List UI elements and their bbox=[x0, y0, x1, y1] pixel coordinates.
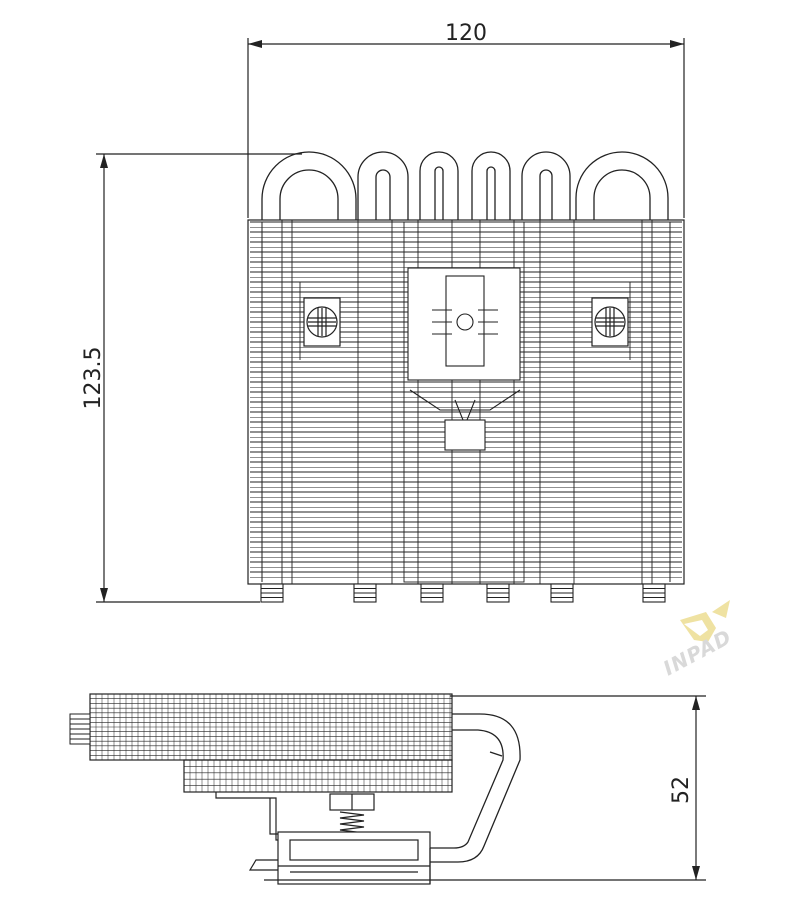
heatpipe-loop bbox=[575, 151, 669, 220]
heatpipe-loop bbox=[471, 151, 511, 220]
heatpipe-loop bbox=[486, 166, 496, 220]
base-plate bbox=[248, 831, 431, 885]
left-screw-icon bbox=[303, 297, 341, 347]
heatpipe-loop bbox=[521, 151, 571, 220]
side-heatpipe-bend bbox=[430, 713, 521, 863]
heatpipe-loop bbox=[279, 169, 339, 220]
front-view bbox=[96, 38, 685, 603]
heatpipe-loop bbox=[419, 151, 459, 220]
side-height-dimension bbox=[430, 695, 706, 881]
fin-stack-outline bbox=[247, 219, 685, 585]
width-dimension bbox=[247, 38, 685, 218]
side-pipe-stub bbox=[69, 713, 91, 745]
front-heatpipes bbox=[261, 151, 669, 220]
heatpipe-loop bbox=[261, 151, 357, 220]
heatpipe-loop bbox=[375, 169, 391, 220]
heatpipe-loop bbox=[539, 169, 553, 220]
height-dimension bbox=[96, 153, 302, 603]
heatpipe-loop bbox=[357, 151, 409, 220]
channel-panel bbox=[403, 221, 525, 583]
center-mount-block bbox=[407, 267, 521, 451]
width-dimension-label: 120 bbox=[445, 21, 487, 46]
side-view bbox=[69, 693, 706, 885]
inpad-logo: INPAD bbox=[659, 600, 736, 680]
side-height-dimension-label: 52 bbox=[669, 776, 694, 804]
heatpipe-loop bbox=[434, 166, 444, 220]
right-screw-icon bbox=[591, 297, 629, 347]
height-dimension-label: 123.5 bbox=[81, 347, 106, 410]
side-fins bbox=[90, 694, 452, 792]
logo-mark-icon bbox=[680, 600, 730, 642]
heatpipe-ends bbox=[260, 583, 666, 603]
heatpipe-loop bbox=[593, 169, 651, 220]
